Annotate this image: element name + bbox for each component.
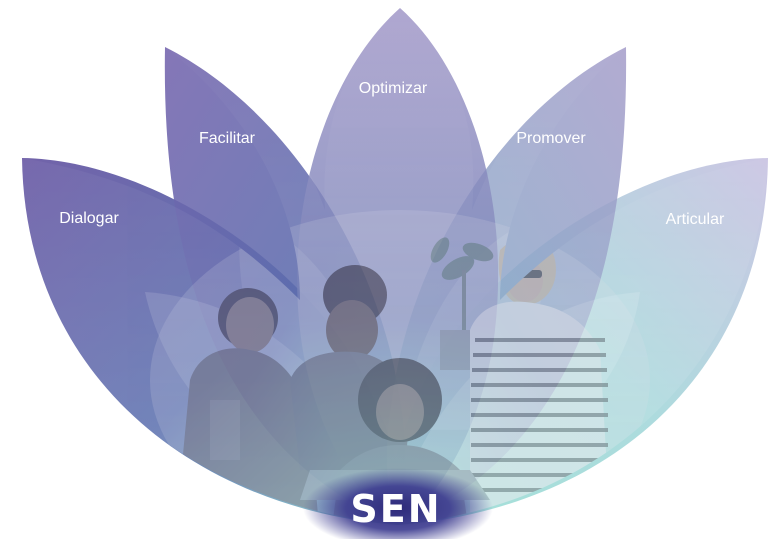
petal-label-facilitar: Facilitar xyxy=(199,130,256,147)
petal-label-dialogar: Dialogar xyxy=(59,210,119,227)
petal-label-promover: Promover xyxy=(516,130,586,147)
petal-label-optimizar: Optimizar xyxy=(359,80,428,97)
center-label-sen: SEN xyxy=(350,487,441,531)
center-glow xyxy=(303,468,493,539)
petal-label-articular: Articular xyxy=(666,211,725,228)
